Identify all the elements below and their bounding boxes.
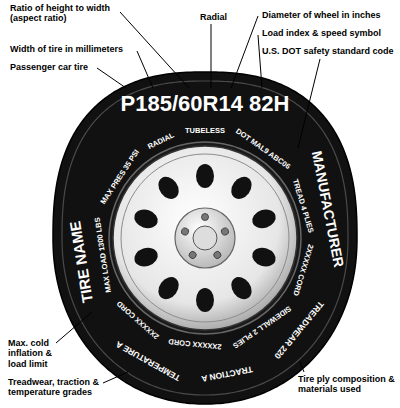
sidewall-text: 2XXXXX CORD xyxy=(168,338,222,351)
tire-bead xyxy=(109,142,301,334)
rim-holes xyxy=(132,164,278,312)
rim-hole xyxy=(132,245,160,270)
lug-nut xyxy=(212,250,222,260)
brand-text: TIRE NAME xyxy=(67,220,95,304)
callout-label: Treadwear, traction & temperature grades xyxy=(8,377,116,398)
rim-hole xyxy=(227,273,256,303)
lug-nut xyxy=(181,227,190,236)
callout-label: Passenger car tire xyxy=(10,62,88,72)
rim-hole xyxy=(196,288,214,312)
rim-hole xyxy=(250,207,278,232)
sidewall-text: MAX PRES 35 PSI xyxy=(99,149,140,206)
lug-nuts xyxy=(181,214,230,260)
sidewall-text: DOT MAL9 ABC06 xyxy=(234,128,291,171)
lug-nut xyxy=(221,227,230,236)
wheel-rim xyxy=(113,146,297,330)
leader-line xyxy=(97,68,126,88)
sidewall-text: TREAD 4 PLIES xyxy=(291,178,314,234)
callout-label: Load index & speed symbol xyxy=(262,28,381,38)
rim-hole xyxy=(154,173,183,203)
callout-label: U.S. DOT safety standard code xyxy=(262,46,394,56)
sidewall-text: 2XXXXX CORD xyxy=(292,244,315,297)
callout-label: Ratio of height to width (aspect ratio) xyxy=(10,3,135,24)
leader-line xyxy=(120,12,189,88)
sidewall-text: MAX LOAD 1300 LBS xyxy=(94,216,113,292)
leader-line xyxy=(298,59,320,148)
sidewall-text: 2XXXXX CORD xyxy=(116,299,161,340)
rim-hole xyxy=(132,207,160,232)
sidewall-text: TRACTION A xyxy=(200,365,253,383)
leader-line xyxy=(211,24,212,88)
rim-hole xyxy=(196,164,214,188)
leader-line xyxy=(103,372,128,383)
brand-text: MANUFACTURER xyxy=(310,150,346,269)
leader-lines xyxy=(56,12,320,383)
wheel-hub xyxy=(175,208,235,268)
leader-line xyxy=(231,16,258,88)
leader-line xyxy=(137,51,153,88)
sidewall-text: TUBELESS xyxy=(185,127,225,135)
rim-hole xyxy=(227,173,256,203)
tire-body xyxy=(53,72,357,404)
rim-hole xyxy=(154,273,183,303)
callout-label: Diameter of wheel in inches xyxy=(262,10,381,20)
rim-lip xyxy=(121,154,289,322)
callout-label: Max. cold inflation & load limit xyxy=(8,338,68,369)
rim-hole xyxy=(250,245,278,270)
callout-label: Width of tire in millimeters xyxy=(10,44,123,54)
center-cap xyxy=(193,226,217,250)
lug-nut xyxy=(202,214,209,221)
callout-label: Radial xyxy=(200,12,227,22)
tire-size-code: P185/60R14 82H xyxy=(121,91,290,116)
leader-line xyxy=(56,312,92,343)
sidewall-text: TEMPERATURE A xyxy=(114,340,181,383)
sidewall-text: RADIAL xyxy=(147,132,176,151)
leader-line xyxy=(300,362,304,372)
leader-line xyxy=(258,35,262,88)
lug-nut xyxy=(188,250,198,260)
callout-label: Tire ply composition & materials used xyxy=(298,374,398,395)
tread-shoulder xyxy=(62,81,348,395)
